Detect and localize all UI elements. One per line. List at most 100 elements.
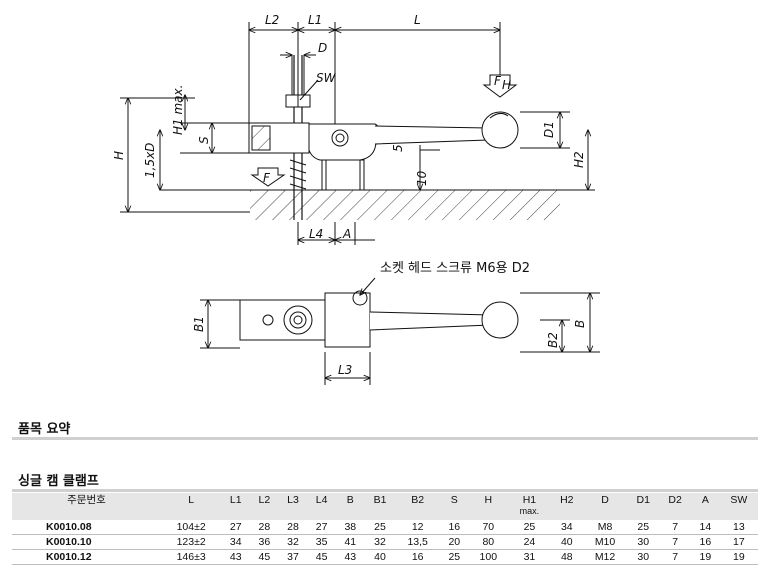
col-header-D2: D2 <box>668 494 682 506</box>
svg-text:H: H <box>112 151 126 160</box>
table-cell: M12 <box>582 549 628 565</box>
side-view <box>120 22 595 245</box>
order-number-cell: K0010.08 <box>12 520 161 535</box>
table-cell: 28 <box>250 520 279 535</box>
svg-text:L1: L1 <box>308 13 322 27</box>
svg-text:B: B <box>573 320 587 328</box>
table-cell: 19 <box>719 549 758 565</box>
table-cell: 25 <box>364 520 396 535</box>
table-cell: 25 <box>507 520 551 535</box>
svg-text:D1: D1 <box>542 121 556 138</box>
table-cell: 40 <box>364 549 396 565</box>
table-cell: 16 <box>691 534 720 550</box>
table-cell: 32 <box>364 534 396 550</box>
col-header-SW: SW <box>730 494 748 506</box>
table-cell: 16 <box>395 549 440 565</box>
col-header-H1-label: H1 <box>522 494 537 506</box>
product-title: 싱글 캠 클램프 <box>18 474 99 489</box>
svg-text:F: F <box>263 171 271 185</box>
order-number-cell: K0010.10 <box>12 534 161 550</box>
svg-text:A: A <box>342 227 351 241</box>
svg-text:10: 10 <box>415 170 429 186</box>
table-cell: 43 <box>221 549 251 565</box>
table-cell: 17 <box>719 534 758 550</box>
table-cell: 7 <box>659 534 692 550</box>
svg-text:5: 5 <box>391 144 405 152</box>
table-cell: 25 <box>627 520 660 535</box>
table-cell: 31 <box>507 549 551 565</box>
svg-text:H2: H2 <box>572 151 586 168</box>
table-cell: 30 <box>627 549 660 565</box>
summary-divider <box>12 437 758 440</box>
plan-view-labels: 소켓 헤드 스크류 M6용 D2 B1 B B2 L3 <box>192 261 587 377</box>
svg-text:L3: L3 <box>338 363 352 377</box>
table-cell: 34 <box>550 520 583 535</box>
table-cell: 70 <box>468 520 508 535</box>
table-cell: 37 <box>278 549 308 565</box>
table-cell: 27 <box>307 520 336 535</box>
table-cell: 27 <box>221 520 251 535</box>
order-number-cell: K0010.12 <box>12 549 161 565</box>
table-cell: 14 <box>691 520 720 535</box>
table-cell: M8 <box>582 520 628 535</box>
svg-text:B1: B1 <box>192 316 206 332</box>
table-cell: 40 <box>550 534 583 550</box>
table-cell: 24 <box>507 534 551 550</box>
svg-text:B2: B2 <box>546 332 560 348</box>
table-cell: 25 <box>439 549 469 565</box>
table-cell: 104±2 <box>160 520 222 535</box>
svg-text:H1 max.: H1 max. <box>171 85 185 135</box>
table-cell: 38 <box>335 520 365 535</box>
col-header-L1: L1 <box>229 494 242 506</box>
table-cell: 45 <box>307 549 336 565</box>
table-cell: 146±3 <box>160 549 222 565</box>
table-cell: 35 <box>307 534 336 550</box>
col-header-L4: L4 <box>315 494 328 506</box>
col-header-L3: L3 <box>287 494 299 506</box>
table-cell: 13 <box>719 520 758 535</box>
table-cell: 45 <box>250 549 279 565</box>
col-header-L: L <box>188 494 195 506</box>
col-header-B2: B2 <box>411 494 425 506</box>
svg-text:SW: SW <box>316 71 337 85</box>
col-header-D: D <box>601 494 609 506</box>
col-header-S: S <box>450 494 458 506</box>
product-divider <box>12 489 758 492</box>
table-cell: 7 <box>659 520 692 535</box>
table-cell: 48 <box>550 549 583 565</box>
table-cell: 32 <box>278 534 308 550</box>
col-header-A: A <box>701 494 709 506</box>
table-cell: 12 <box>395 520 440 535</box>
svg-text:소켓 헤드 스크류 M6용 D2: 소켓 헤드 스크류 M6용 D2 <box>380 261 530 276</box>
svg-text:D: D <box>318 41 327 55</box>
svg-text:L4: L4 <box>309 227 323 241</box>
col-header-D1: D1 <box>636 494 650 506</box>
table-cell: 20 <box>439 534 469 550</box>
svg-text:F: F <box>494 74 502 88</box>
col-header-order-number: 주문번호 <box>67 494 106 506</box>
side-view-labels: L2 L1 L D SW F H H1 max. S H 1,5xD D1 H2… <box>112 13 586 241</box>
table-cell: 100 <box>468 549 508 565</box>
svg-text:H: H <box>502 78 511 92</box>
svg-text:L: L <box>414 13 421 27</box>
svg-text:L2: L2 <box>265 13 279 27</box>
table-cell: 123±2 <box>160 534 222 550</box>
table-cell: 19 <box>691 549 720 565</box>
summary-title: 품목 요약 <box>18 422 71 437</box>
table-cell: 16 <box>439 520 469 535</box>
col-header-H2: H2 <box>560 494 574 506</box>
table-cell: 28 <box>278 520 308 535</box>
table-cell: 30 <box>627 534 660 550</box>
table-cell: M10 <box>582 534 628 550</box>
col-header-B: B <box>346 494 354 506</box>
table-cell: 7 <box>659 549 692 565</box>
col-header-H: H <box>484 494 493 506</box>
svg-text:1,5xD: 1,5xD <box>143 143 157 178</box>
col-header-H1-sub: max. <box>519 506 540 516</box>
table-cell: 80 <box>468 534 508 550</box>
